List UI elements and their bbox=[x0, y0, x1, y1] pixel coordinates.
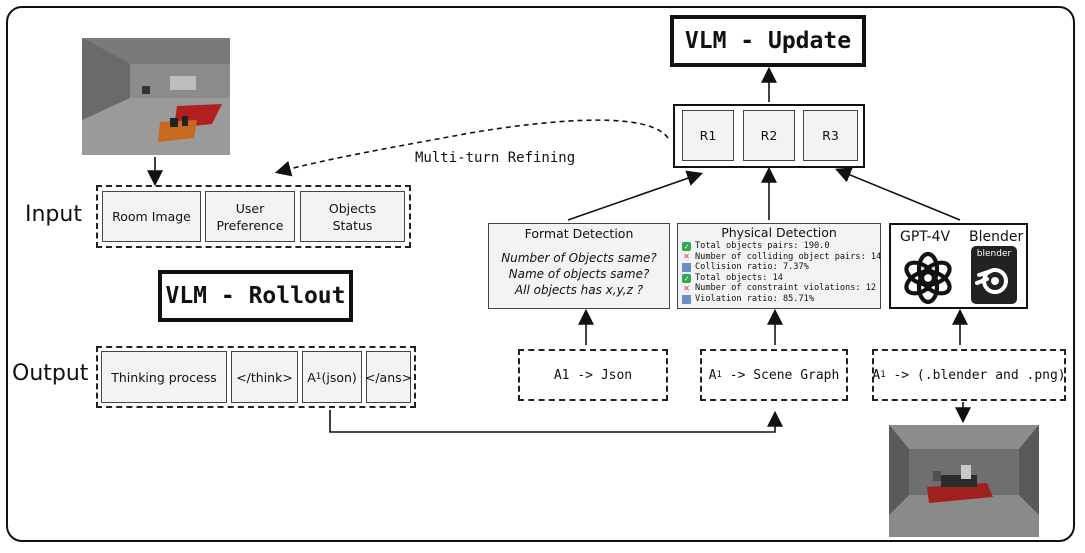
physical-row-text: Collision ratio: 7.37% bbox=[695, 262, 809, 273]
format-detection-panel: Format Detection Number of Objects same?… bbox=[488, 223, 670, 309]
reward-r2: R2 bbox=[743, 110, 795, 161]
input-group bbox=[96, 185, 411, 248]
format-question: Number of Objects same? bbox=[501, 251, 657, 265]
physical-row: Collision ratio: 7.37% bbox=[682, 262, 876, 273]
output-a1-tail: (json) bbox=[321, 369, 357, 385]
format-detection-title: Format Detection bbox=[524, 226, 634, 241]
input-objects-status-text: Objects Status bbox=[328, 200, 377, 233]
output-thinking-process: Thinking process bbox=[101, 351, 227, 403]
diagram-frame bbox=[6, 6, 1075, 542]
physical-row: Violation ratio: 85.71% bbox=[682, 294, 876, 305]
check-icon: ✓ bbox=[682, 241, 691, 251]
physical-row: ✓ Total objects: 14 bbox=[682, 273, 876, 284]
multi-turn-label: Multi-turn Refining bbox=[415, 150, 576, 166]
physical-row-text: Number of constraint violations: 12 bbox=[695, 283, 877, 294]
bar-chart-icon bbox=[682, 262, 691, 272]
rendered-room-image bbox=[889, 425, 1039, 537]
convert-blend-tail: -> (.blender and .png) bbox=[885, 367, 1066, 383]
physical-row: ✕ Number of colliding object pairs: 14 bbox=[682, 251, 881, 263]
reward-r3: R3 bbox=[803, 110, 858, 161]
physical-row-text: Total objects pairs: 190.0 bbox=[695, 241, 830, 251]
output-a1-sub: 1 bbox=[315, 372, 322, 382]
cross-icon: ✕ bbox=[683, 251, 690, 263]
arrow-multi-turn bbox=[274, 119, 669, 177]
physical-detection-title: Physical Detection bbox=[721, 225, 837, 240]
judge-panel: GPT-4V Blender blender bbox=[889, 223, 1028, 309]
input-user-preference-text: User Preference bbox=[216, 200, 284, 233]
physical-row: ✕ Number of constraint violations: 12 bbox=[682, 283, 876, 294]
reward-r1: R1 bbox=[682, 110, 734, 161]
room-render-graphic bbox=[82, 38, 230, 155]
blender-logo-graphic bbox=[975, 268, 1008, 294]
blender-logo-text: blender bbox=[976, 249, 1012, 259]
convert-scene-main: A bbox=[708, 367, 717, 383]
blender-label: Blender bbox=[969, 229, 1024, 245]
convert-blend-sub: 1 bbox=[880, 370, 886, 380]
physical-row-text: Number of colliding object pairs: 14 bbox=[695, 251, 882, 262]
cross-icon: ✕ bbox=[683, 283, 690, 295]
check-icon: ✓ bbox=[682, 273, 691, 283]
convert-blend-main: A bbox=[872, 367, 881, 383]
rendered-room-graphic bbox=[889, 425, 1039, 537]
physical-row-text: Violation ratio: 85.71% bbox=[695, 293, 814, 304]
output-group bbox=[96, 346, 416, 408]
input-user-preference: User Preference bbox=[205, 191, 295, 242]
blender-logo-icon: blender bbox=[971, 246, 1017, 304]
bar-chart-icon bbox=[682, 294, 691, 304]
vlm-update-title: VLM - Update bbox=[670, 15, 866, 67]
format-question: Name of objects same? bbox=[508, 267, 650, 281]
output-label: Output bbox=[12, 361, 89, 386]
vlm-rollout-title: VLM - Rollout bbox=[158, 270, 353, 322]
format-detection-questions: Number of Objects same? Name of objects … bbox=[489, 250, 669, 298]
convert-json: A1 -> Json bbox=[518, 349, 668, 401]
format-question: All objects has x,y,z ? bbox=[514, 283, 644, 297]
input-label: Input bbox=[25, 202, 82, 227]
output-ans-close: </ans> bbox=[365, 351, 412, 403]
output-a1-main: A bbox=[307, 369, 316, 385]
physical-row: ✓ Total objects pairs: 190.0 bbox=[682, 241, 876, 252]
physical-detection-panel: Physical Detection ✓ Total objects pairs:… bbox=[677, 223, 881, 309]
convert-scene-tail: -> Scene Graph bbox=[721, 367, 840, 383]
arrow-format-to-rewards bbox=[567, 170, 704, 221]
arrow-output-to-scene bbox=[329, 410, 783, 433]
arrow-judge-to-rewards bbox=[835, 167, 961, 221]
openai-logo-icon bbox=[904, 251, 952, 305]
output-think-close: </think> bbox=[231, 351, 298, 403]
convert-scene-sub: 1 bbox=[716, 370, 722, 380]
physical-row-text: Total objects: 14 bbox=[695, 272, 783, 283]
room-render-image bbox=[82, 38, 230, 155]
input-room-image: Room Image bbox=[102, 191, 201, 242]
input-objects-status: Objects Status bbox=[300, 191, 405, 242]
gpt-label: GPT-4V bbox=[900, 229, 951, 245]
